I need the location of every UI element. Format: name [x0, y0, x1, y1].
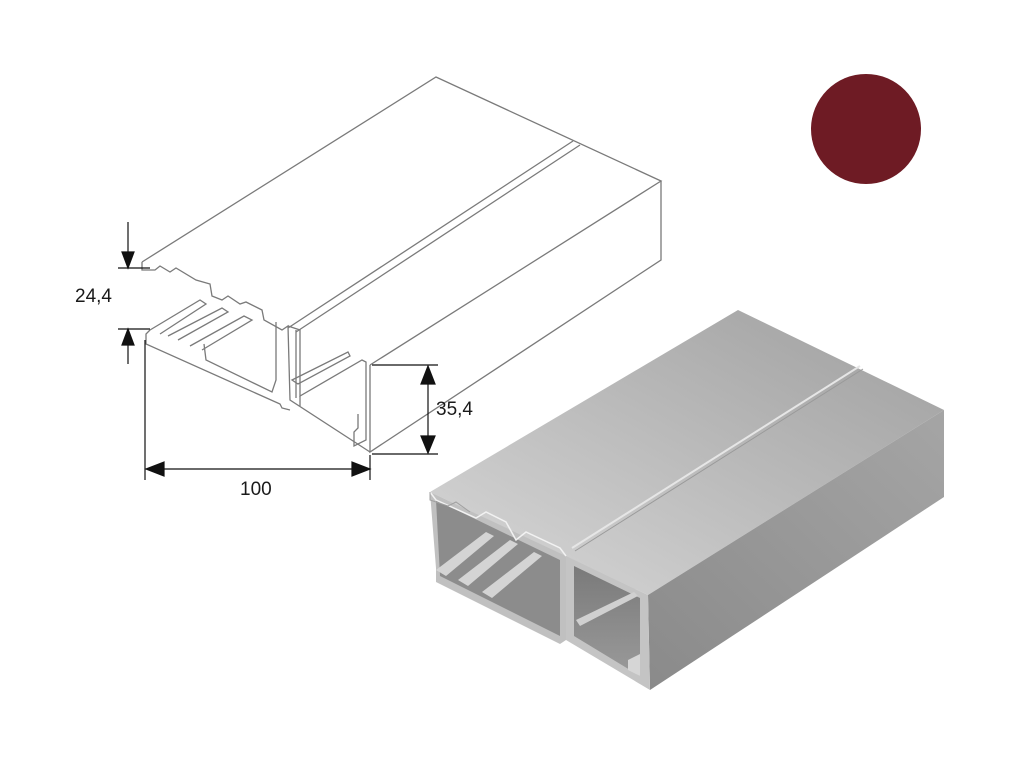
dimension-annotations: [118, 222, 438, 480]
line-drawing-profile: [141, 76, 663, 454]
line-side-face: [369, 181, 662, 454]
dimension-label-right-height: 35,4: [436, 399, 473, 420]
dim-24-arrow-top: [121, 251, 135, 270]
render-top-groove: [571, 365, 861, 549]
rendered-profile: [429, 310, 944, 690]
dim-35-arrow-top: [420, 364, 436, 385]
dim-100-arrow-right: [351, 461, 372, 477]
render-fin-2: [458, 540, 518, 586]
line-front-section: [141, 262, 371, 453]
dimension-label-left-height: 24,4: [75, 286, 112, 307]
render-fin-1: [436, 532, 494, 576]
render-fin-3: [482, 552, 542, 598]
dim-24-arrow-bottom: [121, 327, 135, 346]
line-top-face: [141, 76, 663, 366]
dimension-label-width: 100: [240, 479, 272, 500]
dim-100-arrow-left: [144, 461, 165, 477]
render-top-face: [430, 310, 944, 595]
render-side-face: [648, 410, 944, 690]
dim-35-arrow-bottom: [420, 435, 436, 455]
line-top-groove: [287, 140, 581, 333]
color-swatch: [811, 74, 921, 184]
